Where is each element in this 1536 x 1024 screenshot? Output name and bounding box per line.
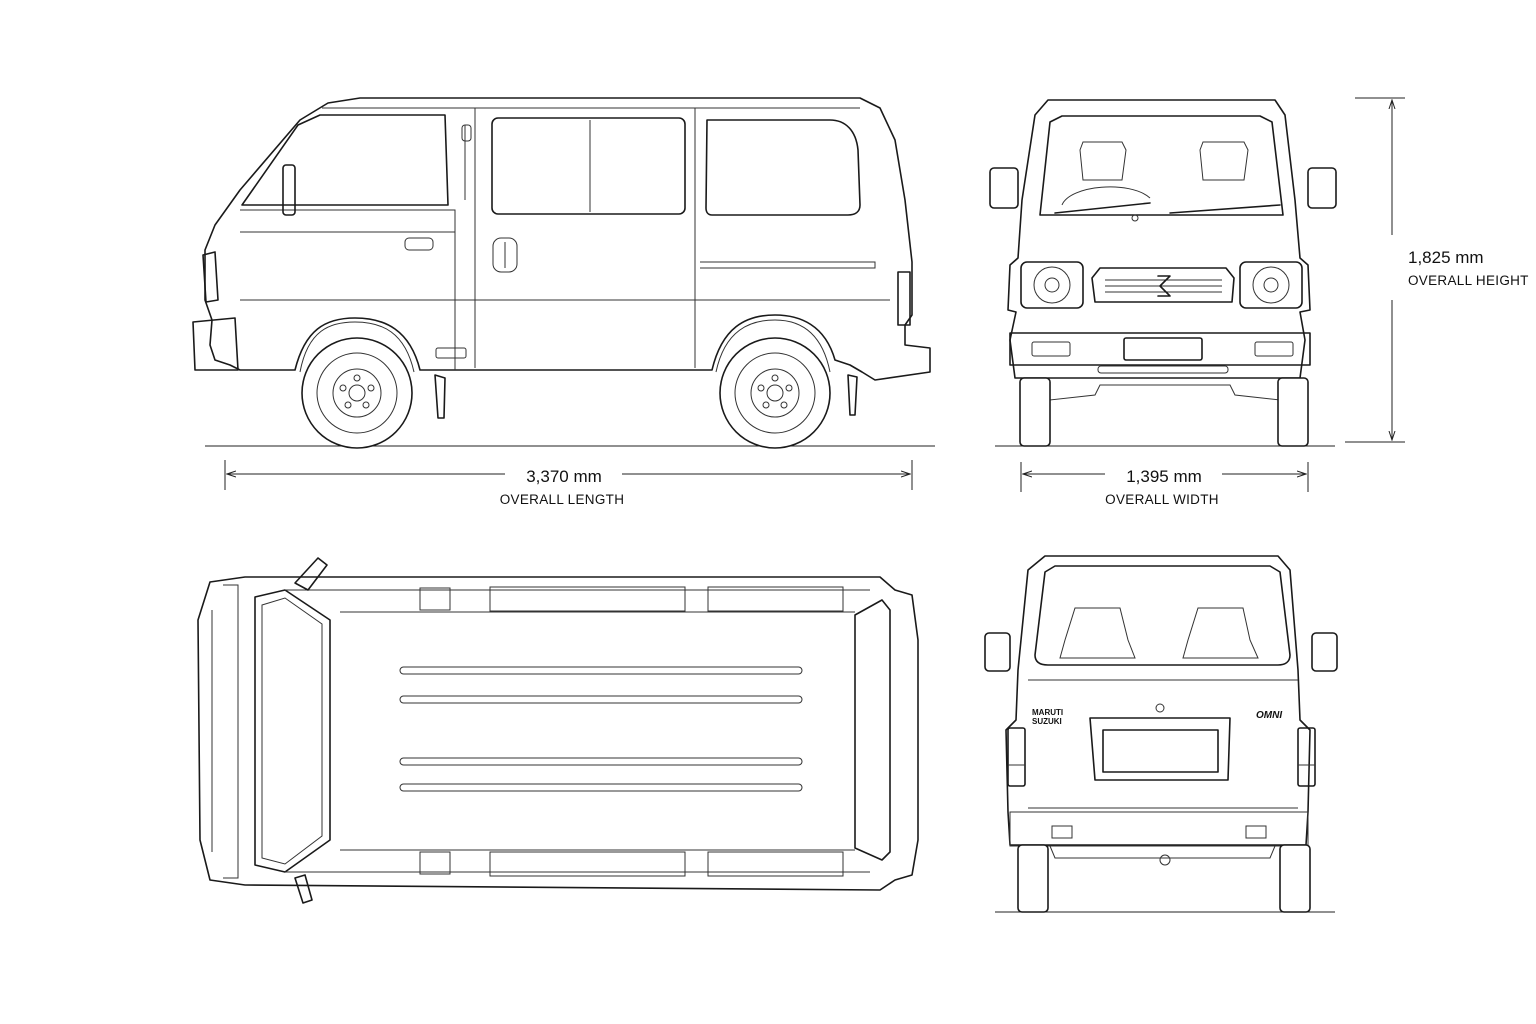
front-wheel — [301, 337, 413, 449]
roof-rib-2 — [399, 695, 803, 704]
front-bumper — [192, 317, 239, 371]
side-body-outline — [204, 97, 931, 381]
rear-side-window — [705, 119, 861, 216]
rear-right-mirror — [1311, 632, 1338, 672]
right-tail-lamp — [1297, 727, 1316, 787]
suzuki-logo — [1157, 275, 1171, 297]
front-left-tire — [1019, 377, 1051, 447]
top-left-mirror — [294, 557, 328, 591]
width-label: OVERALL WIDTH — [1105, 492, 1219, 507]
fuel-lid — [461, 124, 472, 142]
rear-window — [1034, 565, 1291, 666]
front-bumper-front — [1009, 332, 1311, 366]
side-view — [192, 97, 935, 449]
side-mirror — [282, 164, 296, 216]
height-label: OVERALL HEIGHT — [1408, 273, 1529, 288]
front-right-tire — [1277, 377, 1309, 447]
right-headlight — [1239, 261, 1303, 309]
front-lamp — [202, 251, 219, 303]
length-label: OVERALL LENGTH — [500, 492, 625, 507]
height-dimension: 1,825 mm OVERALL HEIGHT — [1345, 97, 1529, 443]
sliding-door-window — [491, 117, 686, 215]
rear-plate — [1102, 729, 1219, 773]
front-body-outline — [1007, 99, 1311, 379]
sliding-door-handle — [492, 237, 518, 273]
model-badge: OMNI — [1256, 710, 1282, 721]
front-door-window — [241, 114, 449, 206]
top-windshield — [254, 589, 331, 873]
top-right-mirror — [294, 874, 313, 904]
windshield — [1039, 115, 1284, 216]
rear-lamp — [897, 271, 911, 326]
front-view — [989, 99, 1337, 447]
width-dimension: 1,395 mm OVERALL WIDTH — [1020, 462, 1309, 507]
maker-badge-line2: SUZUKI — [1032, 717, 1062, 726]
front-door-handle — [404, 237, 434, 251]
left-mirror — [989, 167, 1019, 209]
roof-rib-4 — [399, 783, 803, 792]
top-rear-window — [854, 599, 891, 861]
height-value: 1,825 mm — [1408, 248, 1484, 267]
left-headlight — [1020, 261, 1084, 309]
right-mirror — [1307, 167, 1337, 209]
top-view — [197, 557, 919, 904]
rear-body-outline — [1005, 555, 1311, 846]
left-tail-lamp — [1007, 727, 1026, 787]
roof-rib-3 — [399, 757, 803, 766]
width-value: 1,395 mm — [1126, 467, 1202, 486]
rear-wheel — [719, 337, 831, 449]
length-dimension: 3,370 mm OVERALL LENGTH — [224, 460, 913, 507]
top-body-outline — [197, 576, 919, 891]
maker-badge-line1: MARUTI — [1032, 708, 1063, 717]
rear-left-mirror — [984, 632, 1011, 672]
rear-right-tire — [1279, 844, 1311, 913]
front-plate — [1123, 337, 1203, 361]
front-grille — [1091, 267, 1235, 303]
rear-view: MARUTI SUZUKI OMNI — [984, 555, 1338, 913]
roof-rib-1 — [399, 666, 803, 675]
length-value: 3,370 mm — [526, 467, 602, 486]
rear-left-tire — [1017, 844, 1049, 913]
